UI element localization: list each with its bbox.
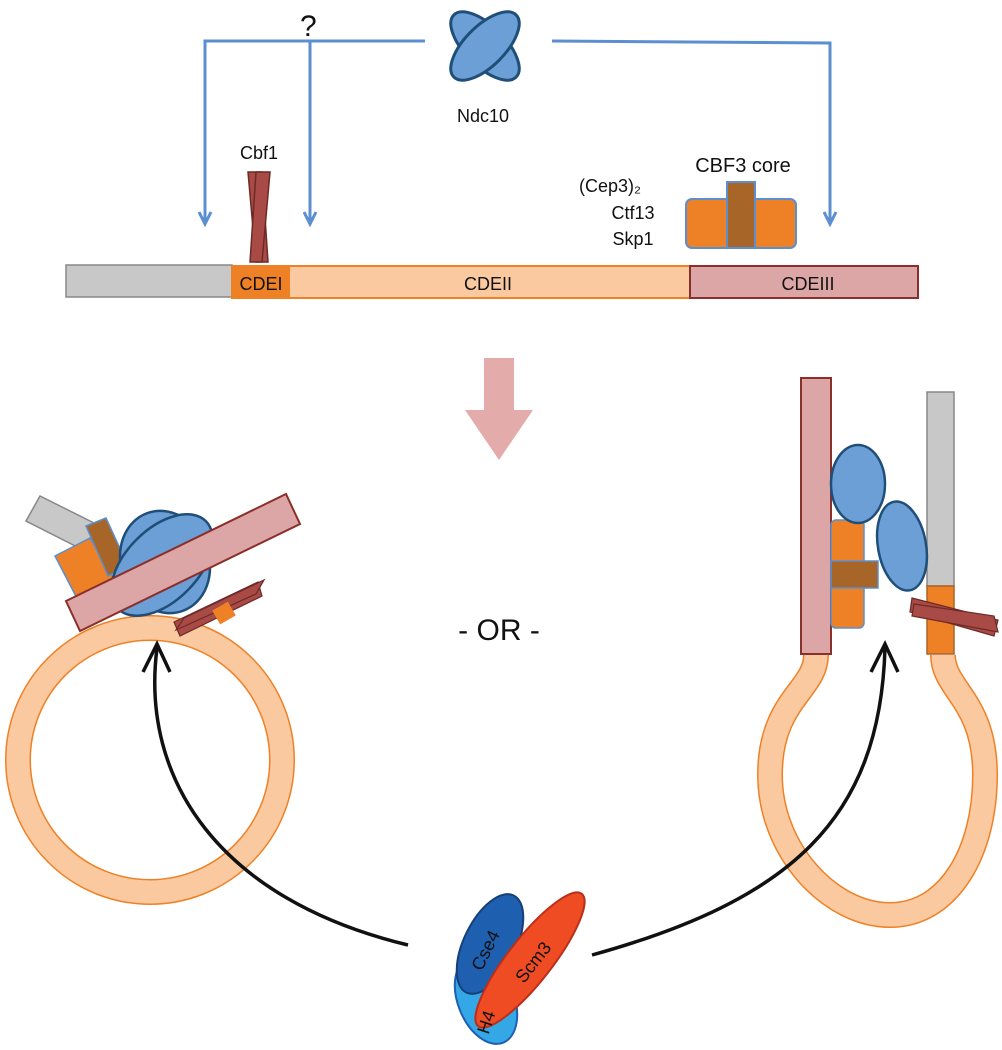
cbf1-protein [247, 171, 271, 263]
transition-arrow [465, 358, 533, 460]
incorporation-arrows [141, 639, 900, 957]
left-model [5, 492, 302, 905]
right-model [756, 377, 999, 929]
cdei-left [212, 601, 236, 625]
ndc10-subunit-right-bottom [875, 500, 929, 592]
ctf13-label: Ctf13 [611, 203, 654, 223]
cdei-label: CDEI [239, 274, 282, 294]
cdeii-label: CDEII [464, 274, 512, 294]
cbf3-core-label: CBF3 core [695, 155, 791, 177]
cdeiii-label: CDEIII [781, 274, 834, 294]
cdeii-loop-left-fill [6, 616, 294, 904]
question-mark: ? [300, 10, 317, 43]
arrow-to-right-model [591, 647, 887, 957]
ndc10-dimer [449, 10, 521, 82]
cbf1-right [909, 597, 999, 637]
cbf1-label: Cbf1 [240, 143, 278, 163]
skp1-label: Skp1 [612, 229, 653, 249]
arrow-head-left [197, 211, 213, 228]
ndc10-label: Ndc10 [457, 106, 509, 126]
or-label: - OR - [458, 614, 540, 647]
arrow-to-cdeiii [551, 39, 832, 222]
arrow-to-left-model [153, 647, 409, 947]
centromere-dna [65, 264, 919, 299]
flanking-dna-left [65, 264, 233, 298]
arrow-head-right [822, 211, 838, 228]
ndc10-subunit [449, 10, 521, 82]
cdeiii-rod-right [800, 377, 832, 655]
cdeiii-rod-left [64, 492, 302, 633]
ndc10-subunit-right-top [829, 443, 887, 525]
arrow-to-cdei-left [203, 39, 425, 222]
cdeii-loop-right-fill [758, 653, 997, 927]
flanking-dna-right [926, 391, 955, 587]
cse4-scm3-h4-complex: H4 Cse4 Scm3 [453, 891, 586, 1045]
cbf3-brown-right [830, 560, 879, 589]
arrow-head-right-model [869, 639, 900, 673]
cdeii-region [231, 265, 691, 299]
cbf3-core-complex [685, 181, 797, 249]
arrow-head-left-model [141, 639, 172, 673]
cep3-label: (Cep3)₂ [579, 176, 641, 196]
cdei-region [231, 265, 290, 299]
arrow-head-middle [302, 211, 318, 228]
ndc10-arrows [197, 39, 838, 228]
cdeiii-region [689, 265, 919, 299]
scm3-protein [474, 891, 586, 1029]
cbf3-core-center [726, 181, 756, 249]
